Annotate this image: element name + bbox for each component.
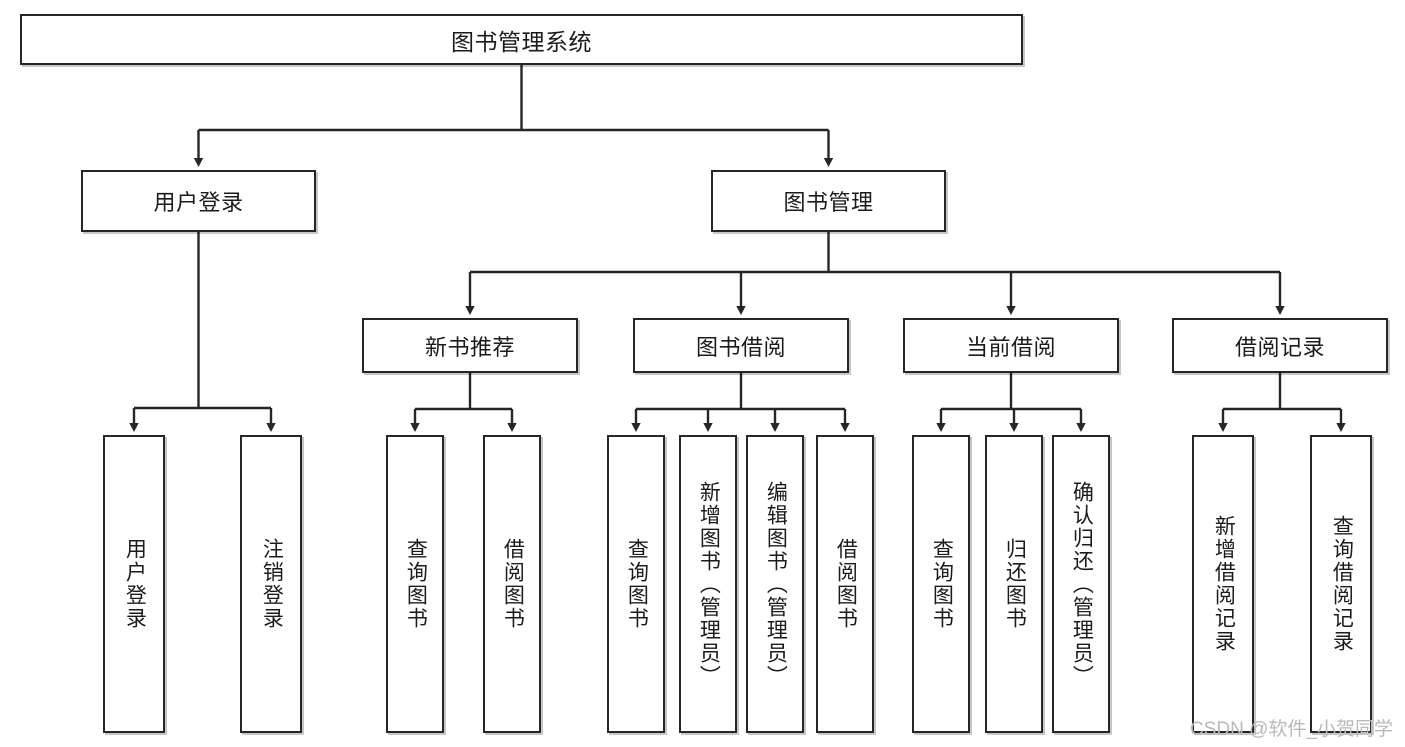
node-label-f-qc: 查询图书 — [930, 538, 954, 630]
node-f-bnew[interactable]: 借阅图书 — [483, 435, 541, 733]
node-newbook[interactable]: 新书推荐 — [362, 318, 578, 373]
node-f-qnew[interactable]: 查询图书 — [386, 435, 444, 733]
node-label-borrow: 图书借阅 — [695, 334, 786, 360]
node-f-qrec[interactable]: 查询借阅记录 — [1310, 435, 1372, 733]
node-records[interactable]: 借阅记录 — [1172, 318, 1388, 373]
node-bookmgmt[interactable]: 图书管理 — [711, 170, 946, 232]
node-label-f-bnew: 借阅图书 — [501, 538, 525, 630]
node-f-confirm[interactable]: 确认归还（管理员） — [1052, 435, 1110, 733]
node-label-records: 借阅记录 — [1234, 334, 1325, 360]
node-label-f-qb: 查询图书 — [625, 538, 649, 630]
node-label-f-logout: 注销登录 — [260, 538, 284, 630]
node-label-f-editb: 编辑图书（管理员） — [764, 480, 788, 688]
node-label-f-qrec: 查询借阅记录 — [1330, 515, 1354, 653]
node-label-f-confirm: 确认归还（管理员） — [1070, 480, 1094, 688]
csdn-watermark: CSDN @软件_小贺同学 — [1190, 719, 1393, 740]
node-f-editb[interactable]: 编辑图书（管理员） — [746, 435, 804, 733]
node-f-qb[interactable]: 查询图书 — [607, 435, 665, 733]
node-borrow[interactable]: 图书借阅 — [633, 318, 849, 373]
node-label-current: 当前借阅 — [965, 334, 1056, 360]
node-f-addb[interactable]: 新增图书（管理员） — [679, 435, 737, 733]
node-label-f-retb: 归还图书 — [1003, 538, 1027, 630]
node-f-qc[interactable]: 查询图书 — [912, 435, 970, 733]
node-label-f-borrowb: 借阅图书 — [834, 538, 858, 630]
node-label-newbook: 新书推荐 — [424, 334, 515, 360]
node-label-f-login: 用户登录 — [123, 538, 147, 630]
node-label-f-addrec: 新增借阅记录 — [1212, 515, 1236, 653]
node-login[interactable]: 用户登录 — [81, 170, 316, 232]
node-current[interactable]: 当前借阅 — [903, 318, 1119, 373]
node-f-addrec[interactable]: 新增借阅记录 — [1192, 435, 1254, 733]
node-f-borrowb[interactable]: 借阅图书 — [816, 435, 874, 733]
node-f-logout[interactable]: 注销登录 — [240, 435, 302, 733]
node-f-retb[interactable]: 归还图书 — [985, 435, 1043, 733]
node-label-login: 用户登录 — [153, 190, 244, 215]
node-label-f-addb: 新增图书（管理员） — [697, 480, 721, 688]
node-f-login[interactable]: 用户登录 — [103, 435, 165, 733]
node-label-root: 图书管理系统 — [451, 28, 592, 55]
node-root[interactable]: 图书管理系统 — [20, 14, 1023, 65]
node-label-f-qnew: 查询图书 — [404, 538, 428, 630]
node-label-bookmgmt: 图书管理 — [783, 190, 874, 215]
